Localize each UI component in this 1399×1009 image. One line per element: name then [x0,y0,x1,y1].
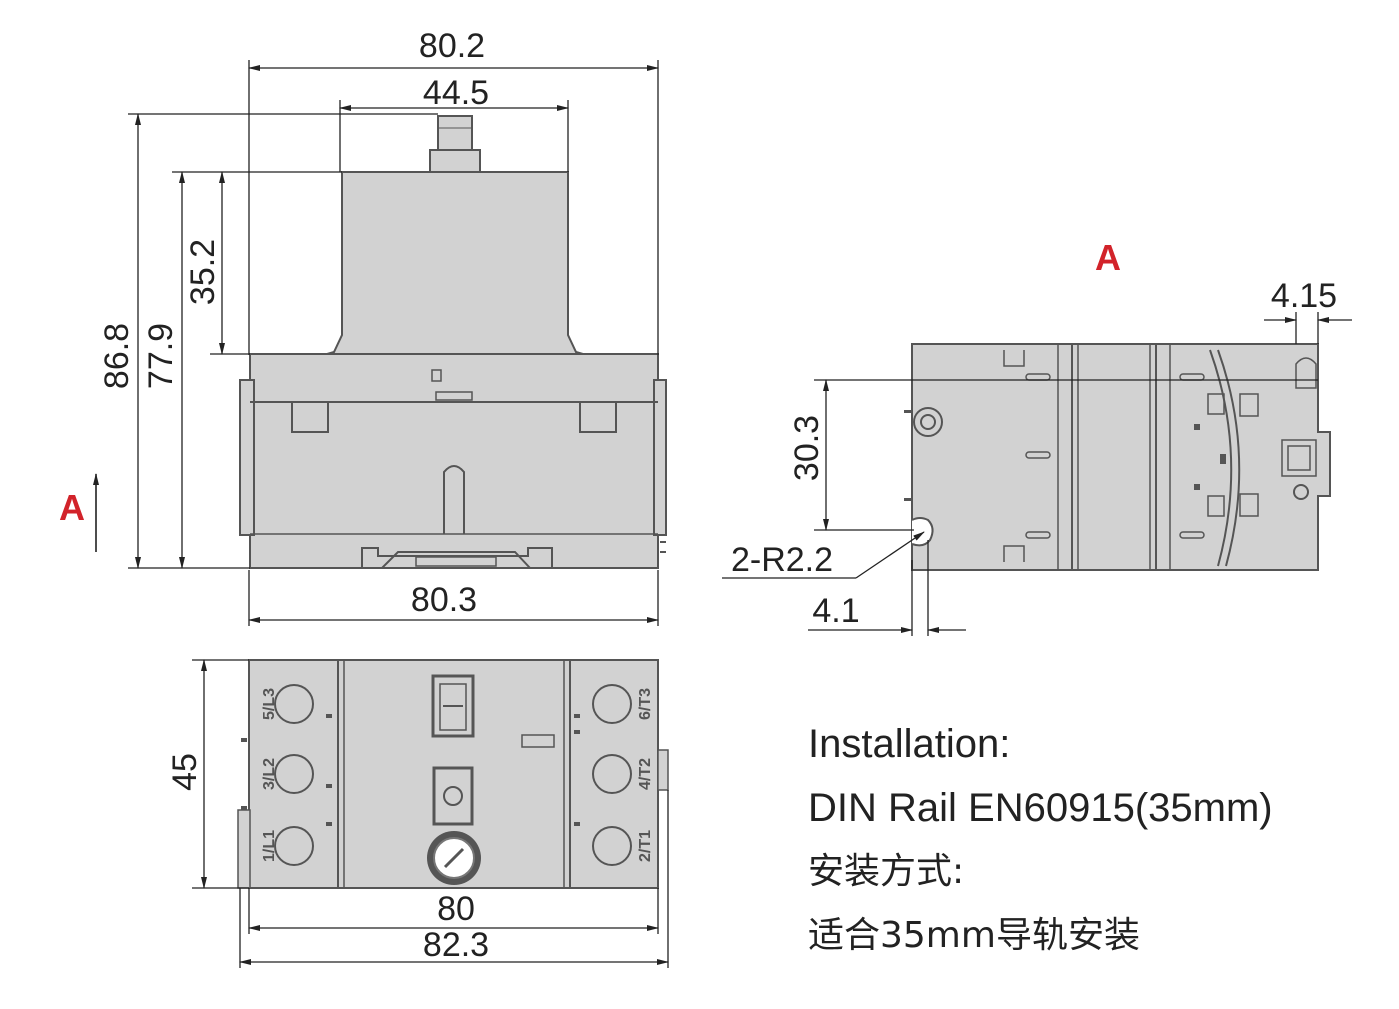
dim-4-1: 4.1 [812,592,859,630]
side-view-title: A [1095,237,1121,278]
side-view: A [722,237,1352,636]
view-a-marker: A [59,487,85,528]
radius-notch [911,517,934,547]
dim-4-15: 4.15 [1271,277,1337,315]
terminal-label-4-t2: 4/T2 [637,758,654,790]
side-view-label-band [1071,343,1157,571]
dim-86-8: 86.8 [98,323,136,389]
mounting-hole [913,407,943,437]
terminal-label-2-t1: 2/T1 [637,830,654,862]
dim-2-r2-2: 2-R2.2 [731,541,833,579]
terminal-label-5-l3: 5/L3 [261,688,278,720]
note-din-rail: DIN Rail EN60915(35mm) [808,786,1273,830]
front-knob-base [429,149,481,173]
terminal-label-6-t3: 6/T3 [637,688,654,720]
dim-44-5: 44.5 [423,74,489,112]
terminal-label-3-l2: 3/L2 [261,758,278,790]
installation-notes: Installation: DIN Rail EN60915(35mm) 安装方… [808,712,1273,968]
dim-45: 45 [166,753,204,791]
front-main-body [249,353,659,569]
front-upper-housing [319,171,591,381]
note-installation-heading-cn: 安装方式: [808,851,965,892]
terminal-label-1-l1: 1/L1 [261,830,278,862]
dim-80: 80 [437,890,475,928]
front-din-clip [361,547,553,569]
top-view: 5/L3 3/L2 1/L1 6/T3 4/T2 2/T1 [166,659,669,968]
terminal-screw [592,826,632,866]
dim-82-3: 82.3 [423,926,489,964]
terminal-screw [592,684,632,724]
dim-35-2: 35.2 [184,239,222,305]
terminal-screw [274,684,314,724]
terminal-screw [274,754,314,794]
front-knob [437,115,473,153]
note-din-rail-cn: 适合35mm导轨安装 [808,915,1140,956]
front-view: 80.2 44.5 86.8 77.9 35.2 80.3 A [59,27,667,626]
terminal-screw [592,754,632,794]
dim-30-3: 30.3 [788,415,826,481]
dim-80-3: 80.3 [411,581,477,619]
note-installation-heading: Installation: [808,722,1011,766]
dim-80-2: 80.2 [419,27,485,65]
dim-77-9: 77.9 [142,323,180,389]
front-slot [443,465,465,534]
test-button [432,766,474,826]
radius-leader [855,531,925,579]
terminal-screw [274,826,314,866]
